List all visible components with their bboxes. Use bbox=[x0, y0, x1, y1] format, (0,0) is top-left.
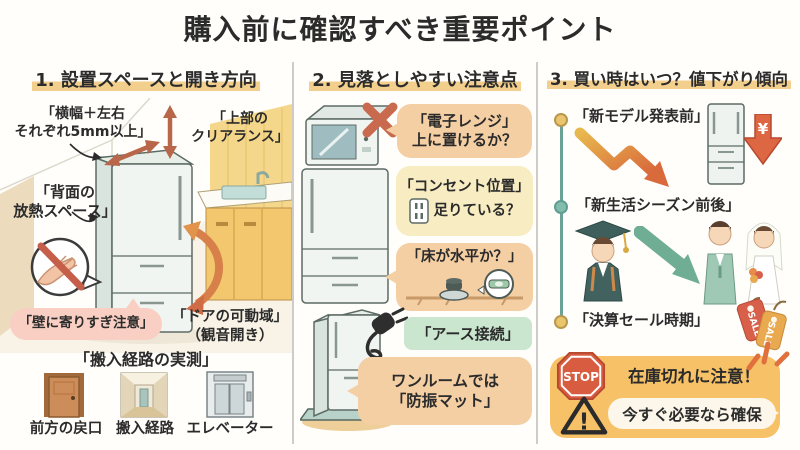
column-divider-1 bbox=[292, 62, 294, 444]
timeline-label-new-model: 「新モデル発表前」 bbox=[574, 107, 710, 125]
season-arrow bbox=[634, 226, 700, 284]
emphasis-sparks-icon bbox=[746, 341, 790, 371]
elevator-icon bbox=[206, 371, 254, 418]
bubble-outlet-title: 「コンセント位置」 bbox=[399, 178, 530, 195]
fridge-small-icon bbox=[707, 103, 745, 185]
page-title: 購入前に確認すべき重要ポイント bbox=[183, 13, 617, 46]
bubble-outlet: 「コンセント位置」 足りている？ bbox=[396, 166, 533, 236]
beige-wall bbox=[0, 176, 34, 336]
warning-triangle-icon: ! bbox=[560, 396, 608, 435]
label-back-space: 「背面の 放熱スペース」 bbox=[13, 183, 117, 221]
refrigerator-corner bbox=[95, 149, 195, 334]
caption-elevator: エレベーター bbox=[186, 421, 274, 437]
yen-down-arrow: ¥ bbox=[744, 114, 782, 166]
label-side-clearance: 「横幅＋左右 それぞれ5mm以上」 bbox=[14, 106, 152, 140]
column-divider-2 bbox=[536, 62, 538, 444]
bubble-outlet-question: 足りている？ bbox=[433, 203, 521, 219]
clearance-arrows bbox=[115, 114, 173, 163]
bubble-microwave: 「電子レンジ」 上に置けるか？ bbox=[386, 104, 532, 158]
timeline-bullet-3 bbox=[554, 315, 568, 329]
door-swing-arrow bbox=[183, 221, 224, 315]
section-carry-route: 「搬入経路の実測」 bbox=[73, 350, 218, 369]
bride bbox=[745, 222, 783, 305]
col3-heading: 3. 買い時はいつ？値下がり傾向 bbox=[538, 66, 800, 90]
fridge-with-microwave bbox=[301, 105, 392, 304]
bubble-floor-level: 「床が水平か？」 bbox=[385, 243, 533, 311]
level-tool-illustration bbox=[406, 268, 523, 306]
col2-heading: 2. 見落としやすい注意点 bbox=[294, 66, 536, 92]
timeline-bullet-1 bbox=[554, 113, 568, 127]
kitchen-counter bbox=[197, 171, 292, 301]
outlet-icon bbox=[408, 198, 429, 225]
faucet bbox=[256, 171, 270, 184]
price-drop-arrow bbox=[574, 127, 669, 187]
label-earth-connection: 「アース接続」 bbox=[404, 317, 532, 350]
hallway-icon bbox=[120, 372, 168, 418]
stop-sign-icon: STOP bbox=[556, 351, 606, 401]
stock-action-pill: 今すぐ必要なら確保 bbox=[608, 398, 779, 429]
col1-heading: 1. 設置スペースと開き方向 bbox=[0, 66, 292, 92]
stock-warning-text: 在庫切れに注意！ bbox=[628, 367, 760, 386]
caption-front-door: 前方の戻口 bbox=[29, 421, 103, 437]
timeline-label-sale-period: 「決算セール時期」 bbox=[574, 311, 710, 329]
earth-plug-icon bbox=[365, 307, 408, 360]
no-touch-wall-icon bbox=[30, 237, 103, 297]
label-door-range: 「ドアの可動域」 （観音開き） bbox=[172, 309, 288, 344]
front-door-icon bbox=[44, 373, 84, 418]
caption-carry-route: 搬入経路 bbox=[116, 421, 174, 437]
yen-symbol: ¥ bbox=[758, 120, 769, 138]
sink bbox=[221, 185, 267, 200]
timeline-label-new-life-season: 「新生活シーズン前後」 bbox=[576, 196, 741, 214]
graduate-icon bbox=[574, 220, 632, 302]
kitchen-corner-scene bbox=[0, 98, 292, 353]
stop-text: STOP bbox=[563, 370, 599, 384]
wedding-couple-icon bbox=[703, 221, 783, 305]
warning-mark: ! bbox=[579, 409, 590, 435]
timeline-bullet-2 bbox=[554, 200, 568, 214]
timeline-line bbox=[560, 120, 563, 322]
bubble-wall-caution: 「壁に寄りすぎ注意」 bbox=[10, 308, 162, 340]
label-top-clearance: 「上部の クリアランス」 bbox=[191, 111, 289, 145]
sale-tags-icon: SALE SALE bbox=[736, 297, 787, 351]
bubble-floor-title: 「床が水平か？」 bbox=[406, 249, 523, 266]
bubble-vibration-mat: ワンルームでは 「防振マット」 bbox=[347, 357, 532, 425]
groom bbox=[703, 221, 737, 305]
